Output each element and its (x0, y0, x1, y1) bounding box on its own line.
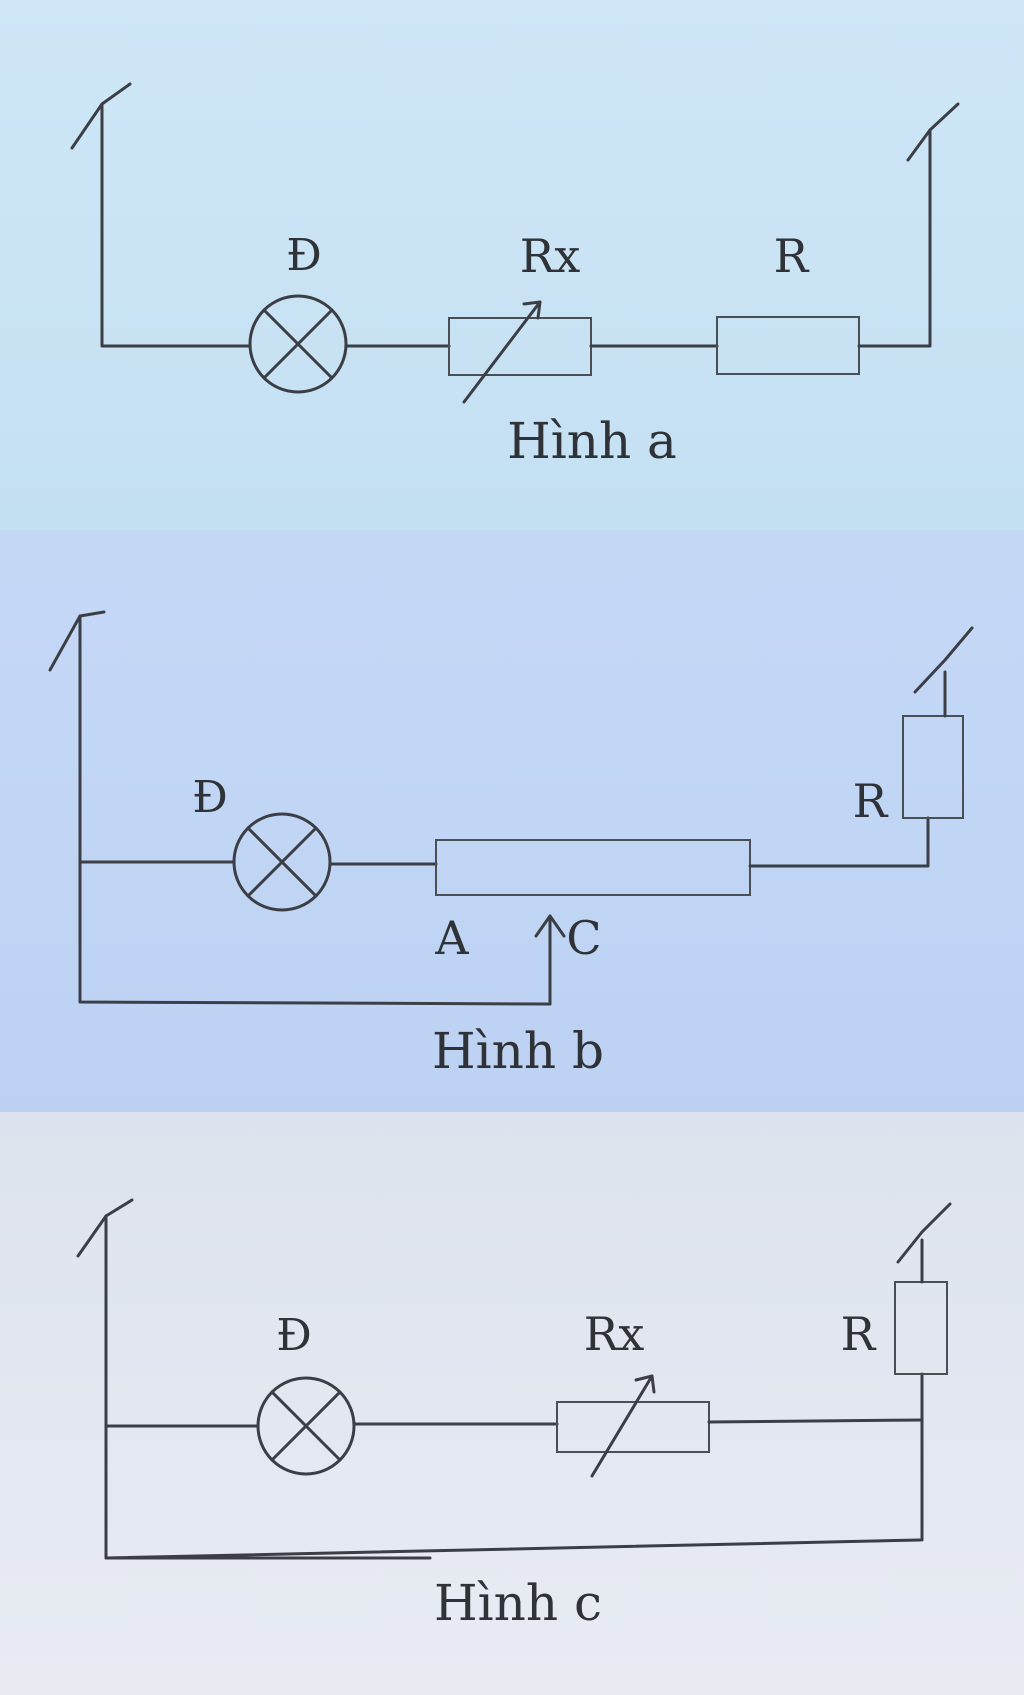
figure-c-caption: Hình c (434, 1574, 602, 1632)
figure-b-caption: Hình b (432, 1022, 604, 1080)
figure-b-left-terminal (48, 610, 106, 672)
figure-c-wire-rx-junction (707, 1418, 924, 1424)
figure-c-rheostat-label: Rx (584, 1307, 645, 1361)
figure-c-rheostat-icon (556, 1374, 710, 1478)
figure-b-resistor-label: R (853, 774, 889, 828)
figure-c-resistor-label: R (841, 1307, 877, 1361)
figure-c-circuit: Đ Rx R Hình c (76, 1198, 952, 1632)
figure-c-panel: Đ Rx R Hình c (0, 1112, 1024, 1695)
figure-c-resistor-icon (894, 1281, 948, 1375)
figure-b-right-terminal (913, 626, 974, 694)
figure-c-left-wire (104, 1214, 432, 1560)
figure-a-lamp-label: Đ (286, 230, 322, 281)
figure-b-left-wire (78, 614, 552, 1006)
figure-a-circuit: Đ Rx R Hình a (70, 82, 960, 470)
figure-a-caption: Hình a (507, 412, 677, 470)
figure-b-right-wire (748, 816, 930, 868)
figure-a-left-wire (100, 102, 252, 348)
figure-a-resistor-icon (716, 316, 860, 375)
figure-a-right-terminal (906, 102, 960, 162)
figure-b-lamp-label: Đ (192, 772, 228, 823)
figure-c-bottom-wire (104, 1538, 922, 1560)
figure-a-rheostat-icon (448, 300, 592, 404)
figure-b-panel: Đ R A C Hình b (0, 530, 1024, 1112)
figure-b-resistor-icon (902, 715, 964, 819)
figure-a-lamp-icon (248, 294, 348, 394)
figure-c-lamp-icon (256, 1376, 356, 1476)
figure-a-rheostat-label: Rx (520, 229, 581, 283)
figure-a-right-wire (857, 128, 932, 348)
figure-c-lamp-label: Đ (276, 1310, 312, 1361)
figure-a-resistor-label: R (774, 229, 810, 283)
figure-b-slider-icon (534, 914, 566, 1006)
figure-a-panel: Đ Rx R Hình a (0, 0, 1024, 530)
figure-b-lamp-icon (232, 812, 332, 912)
figure-b-circuit: Đ R A C Hình b (48, 610, 974, 1080)
figure-b-rheostat-icon (435, 839, 751, 896)
figure-b-point-a-label: A (434, 911, 469, 965)
figure-b-point-c-label: C (566, 911, 601, 965)
figure-c-right-terminal (896, 1202, 952, 1264)
